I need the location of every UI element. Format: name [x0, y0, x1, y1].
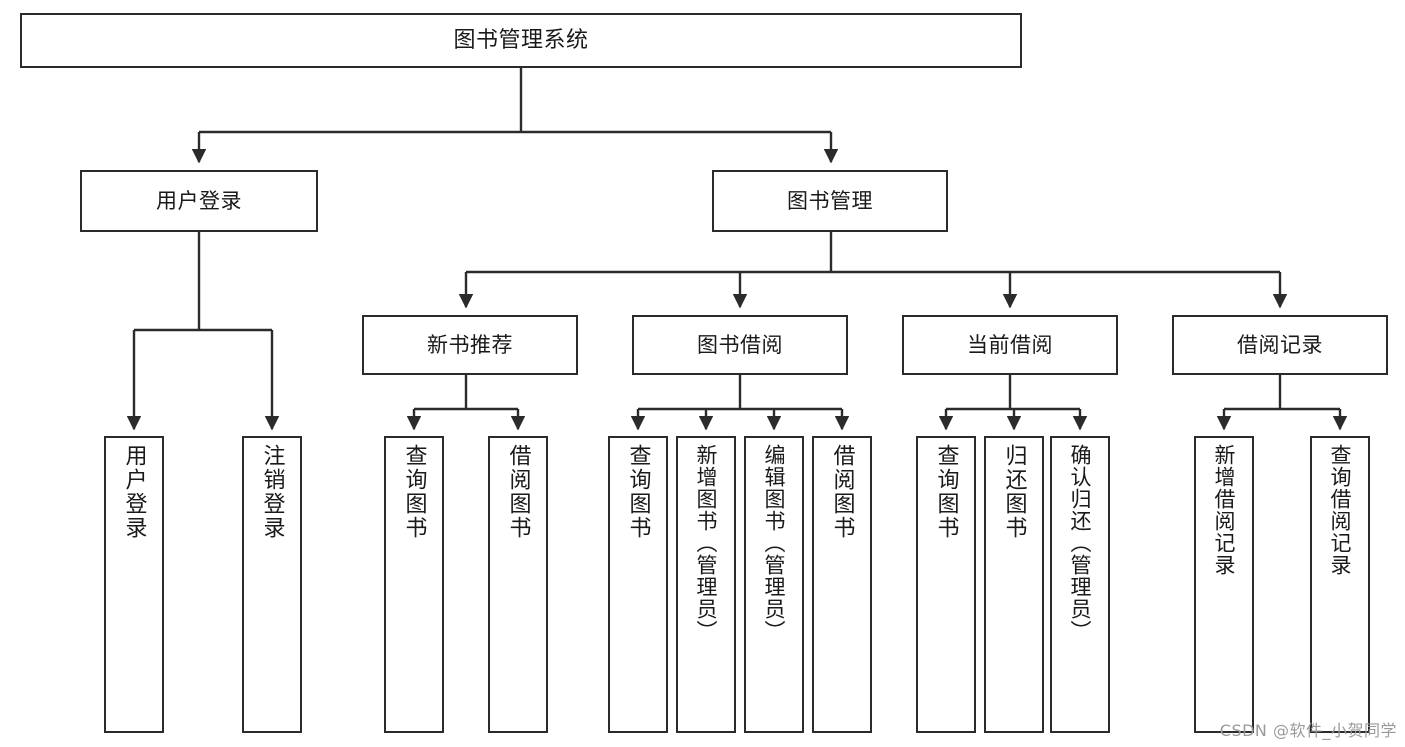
- node-new-book-recommend[interactable]: 新书推荐: [362, 315, 578, 375]
- node-label: 新增借阅记录: [1212, 444, 1237, 576]
- leaf-recommend-query-book[interactable]: 查询图书: [384, 436, 444, 733]
- node-label: 当前借阅: [967, 332, 1053, 357]
- node-label: 借阅图书: [505, 444, 531, 540]
- node-label: 图书管理系统: [453, 27, 589, 53]
- leaf-user-login-login[interactable]: 用户登录: [104, 436, 164, 733]
- node-label: 查询借阅记录: [1328, 444, 1353, 576]
- node-label: 查询图书: [625, 444, 651, 540]
- leaf-borrow-borrow-book[interactable]: 借阅图书: [812, 436, 872, 733]
- node-label: 编辑图书（管理员）: [762, 444, 787, 642]
- node-label: 图书管理: [787, 188, 873, 213]
- node-user-login[interactable]: 用户登录: [80, 170, 318, 232]
- leaf-borrow-add-book-admin[interactable]: 新增图书（管理员）: [676, 436, 736, 733]
- leaf-record-query-record[interactable]: 查询借阅记录: [1310, 436, 1370, 733]
- node-label: 查询图书: [401, 444, 427, 540]
- node-label: 新增图书（管理员）: [694, 444, 719, 642]
- node-label: 注销登录: [259, 444, 285, 540]
- node-book-management[interactable]: 图书管理: [712, 170, 948, 232]
- watermark: CSDN @软件_小贺同学: [1219, 721, 1397, 740]
- leaf-recommend-borrow-book[interactable]: 借阅图书: [488, 436, 548, 733]
- node-label: 借阅图书: [829, 444, 855, 540]
- node-label: 确认归还（管理员）: [1068, 444, 1093, 642]
- leaf-record-add-record[interactable]: 新增借阅记录: [1194, 436, 1254, 733]
- node-label: 用户登录: [156, 188, 242, 213]
- node-label: 归还图书: [1001, 444, 1027, 540]
- node-root-system[interactable]: 图书管理系统: [20, 13, 1022, 68]
- leaf-current-return-book[interactable]: 归还图书: [984, 436, 1044, 733]
- node-book-borrow[interactable]: 图书借阅: [632, 315, 848, 375]
- node-current-borrow[interactable]: 当前借阅: [902, 315, 1118, 375]
- leaf-current-query-book[interactable]: 查询图书: [916, 436, 976, 733]
- node-label: 用户登录: [121, 444, 147, 540]
- node-label: 图书借阅: [697, 332, 783, 357]
- leaf-user-login-logout[interactable]: 注销登录: [242, 436, 302, 733]
- leaf-current-confirm-return-admin[interactable]: 确认归还（管理员）: [1050, 436, 1110, 733]
- node-label: 查询图书: [933, 444, 959, 540]
- leaf-borrow-query-book[interactable]: 查询图书: [608, 436, 668, 733]
- node-label: 借阅记录: [1237, 332, 1323, 357]
- leaf-borrow-edit-book-admin[interactable]: 编辑图书（管理员）: [744, 436, 804, 733]
- node-label: 新书推荐: [427, 332, 513, 357]
- node-borrow-record[interactable]: 借阅记录: [1172, 315, 1388, 375]
